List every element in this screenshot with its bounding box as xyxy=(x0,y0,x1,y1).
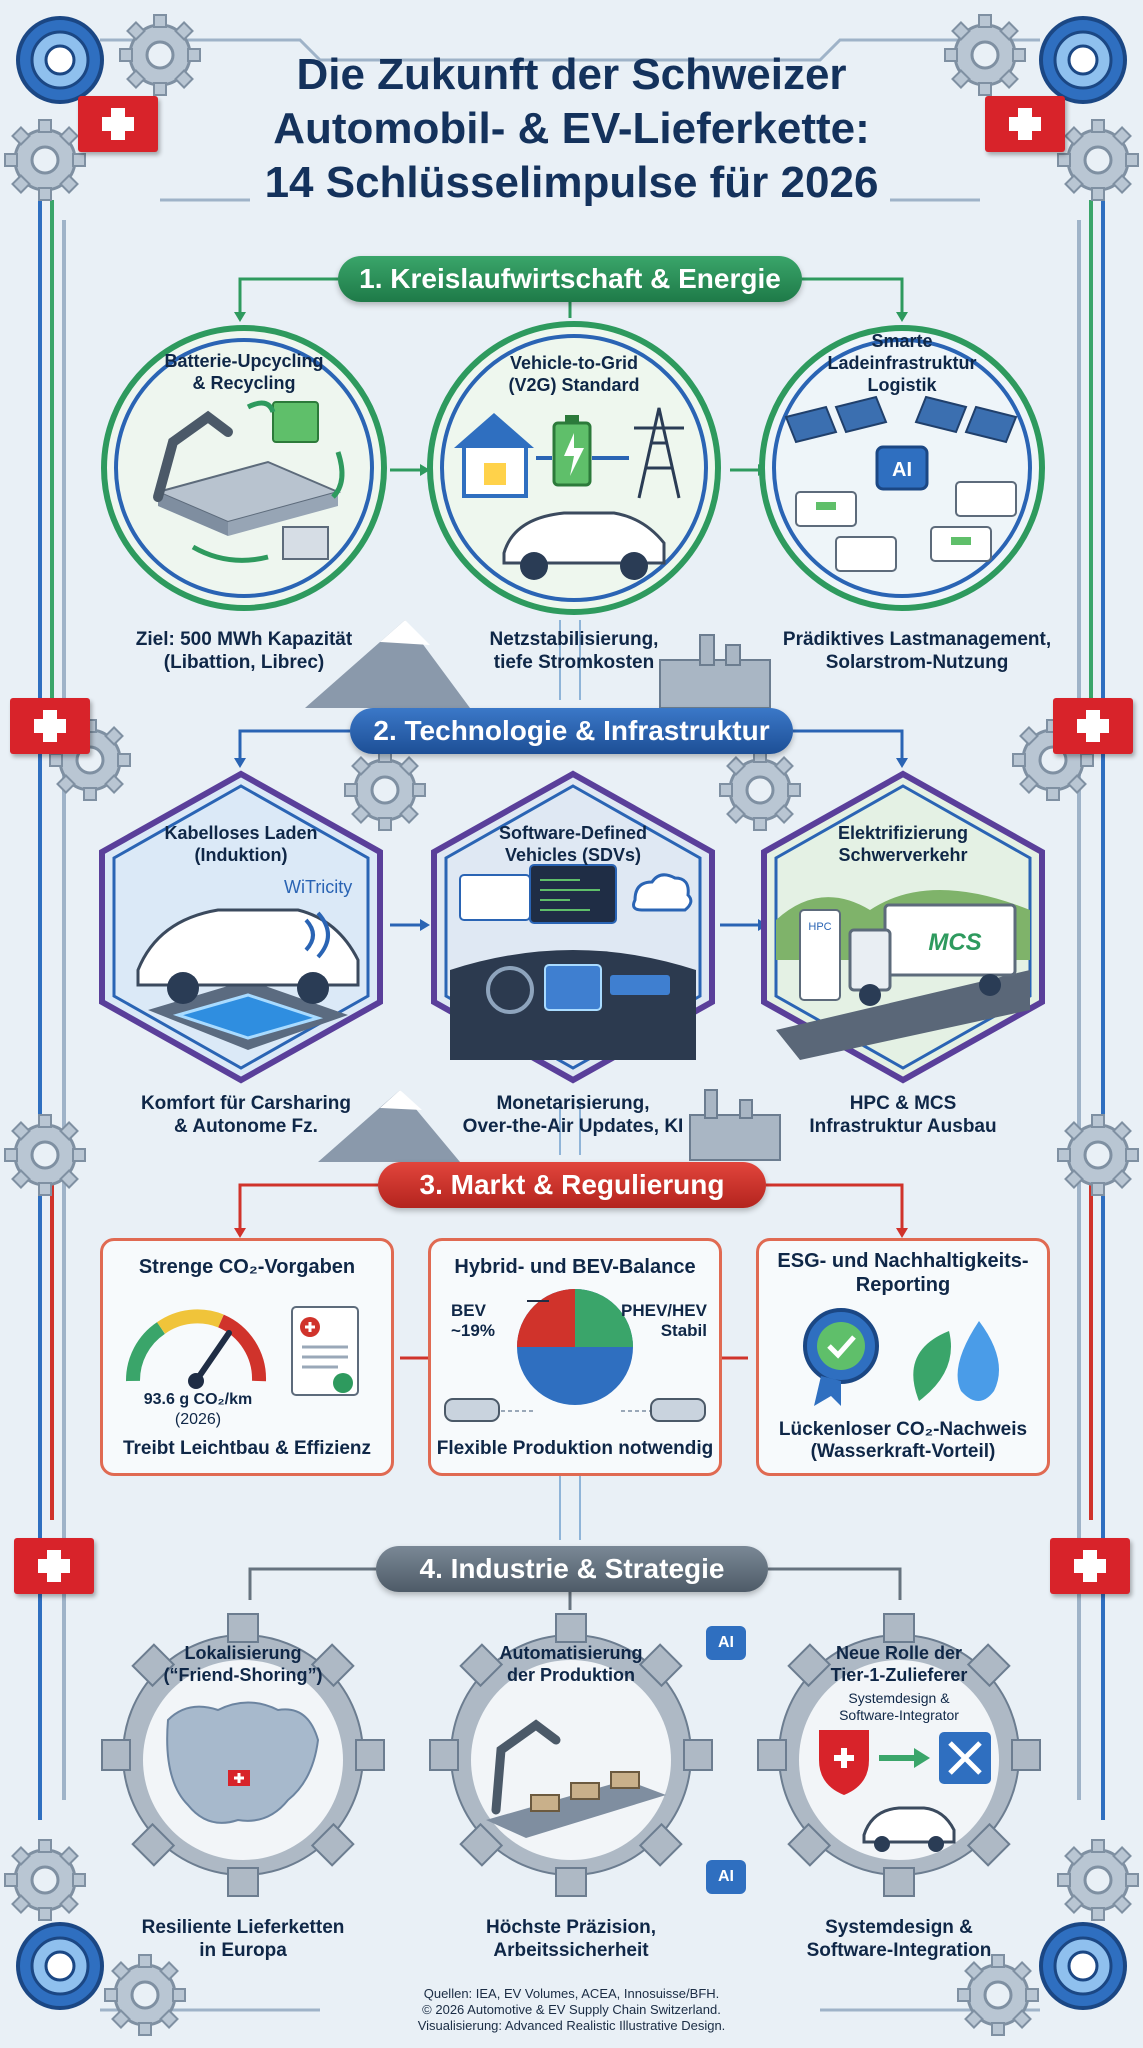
esg-reporting-box: ESG- und Nachhaltigkeits- Reporting Lück… xyxy=(756,1238,1050,1476)
sdv-hexagon xyxy=(431,770,715,1084)
swiss-flag-icon xyxy=(1053,698,1133,754)
section-3-header: 3. Markt & Regulierung xyxy=(378,1162,766,1208)
friend-shoring-gear xyxy=(101,1613,385,1897)
esg-caption: Lückenloser CO₂-Nachweis (Wasserkraft-Vo… xyxy=(778,1419,1028,1462)
code-screen-icon xyxy=(529,864,617,924)
car-icon xyxy=(136,908,360,1004)
swiss-flag-icon xyxy=(78,96,158,152)
car-icon xyxy=(862,1806,956,1852)
cloud-icon xyxy=(632,873,693,912)
certificate-icon xyxy=(291,1306,359,1396)
car-icon xyxy=(502,511,666,580)
swiss-flag-icon xyxy=(10,698,90,754)
automation-caption: Höchste Präzision, Arbeitssicherheit xyxy=(486,1917,656,1961)
gauge-icon xyxy=(125,1309,267,1389)
badge-check-icon xyxy=(803,1308,879,1406)
market-share-pie xyxy=(444,1289,706,1422)
power-pylon-icon xyxy=(634,407,684,499)
svg-text:MCS: MCS xyxy=(928,929,981,956)
v2g-circle xyxy=(427,321,721,615)
co2-targets-title: Strenge CO₂-Vorgaben xyxy=(138,1256,356,1278)
co2-value: 93.6 g CO₂/km xyxy=(143,1391,253,1408)
house-icon xyxy=(454,413,534,498)
esg-icons xyxy=(803,1308,999,1406)
steering-wheel-icon xyxy=(486,966,534,1014)
section-4-header: 4. Industrie & Strategie xyxy=(376,1546,768,1592)
ai-chip-icon: AI xyxy=(875,445,929,491)
sdv-label: Software-Defined Vehicles (SDVs) xyxy=(498,823,648,865)
automation-gear xyxy=(429,1613,713,1897)
heavy-transport-label: Elektrifizierung Schwerverkehr xyxy=(837,823,969,865)
ai-chip-icon: AI xyxy=(706,1626,746,1660)
hybrid-bev-box: Hybrid- und BEV-Balance BEV ~19% PHEV/HE… xyxy=(428,1238,722,1476)
battery-recycling-caption: Ziel: 500 MWh Kapazität (Libattion, Libr… xyxy=(135,629,353,673)
wifi-waves-icon xyxy=(304,911,330,959)
witricity-logo: WiTricity xyxy=(284,877,353,897)
v2g-caption: Netzstabilisierung, tiefe Stromkosten xyxy=(489,629,659,673)
europe-map-icon xyxy=(166,1701,320,1824)
swiss-flag-icon xyxy=(1050,1538,1130,1594)
smart-charging-caption: Prädiktives Lastmanagement, Solarstrom-N… xyxy=(782,629,1052,673)
title-line-3: 14 Schlüsselimpulse für 2026 xyxy=(264,158,879,207)
automation-label: Automatisierung der Produktion xyxy=(499,1643,643,1685)
heavy-transport-caption: HPC & MCS Infrastruktur Ausbau xyxy=(809,1093,997,1137)
charging-pad-icon xyxy=(172,993,324,1040)
title-line-2: Automobil- & EV-Lieferkette: xyxy=(273,104,870,153)
swiss-shield-icon xyxy=(819,1730,869,1795)
esg-title: ESG- und Nachhaltigkeits- Reporting xyxy=(777,1250,1029,1296)
battery-recycling-circle xyxy=(101,325,387,611)
truck-icon: MCS xyxy=(848,903,1017,1006)
robot-arm-icon xyxy=(153,410,233,502)
swiss-flag-icon xyxy=(14,1538,94,1594)
tier1-sublabel: Systemdesign & Software-Integrator xyxy=(839,1690,959,1723)
smart-charging-circle: AI xyxy=(759,325,1045,611)
battery-cells-icon xyxy=(272,401,319,443)
leaf-icon xyxy=(913,1331,951,1401)
ai-chip-icon: AI xyxy=(706,1860,746,1894)
heavy-transport-hexagon: HPC MCS xyxy=(761,770,1045,1084)
battery-icon xyxy=(552,415,592,487)
conveyor-belt-icon xyxy=(486,1780,666,1838)
footer-sources: Quellen: IEA, EV Volumes, ACEA, Innosuis… xyxy=(417,1986,726,2033)
section-2-header: 2. Technologie & Infrastruktur xyxy=(350,708,793,754)
water-drop-icon xyxy=(957,1321,999,1401)
svg-text:AI: AI xyxy=(892,459,912,481)
tier1-caption: Systemdesign & Software-Integration xyxy=(806,1917,992,1961)
page-title: Die Zukunft der Schweizer Automobil- & E… xyxy=(190,48,953,210)
title-line-1: Die Zukunft der Schweizer xyxy=(296,50,847,99)
battery-pack-icon xyxy=(154,460,342,536)
wireless-charging-hexagon xyxy=(99,770,383,1084)
hybrid-bev-title: Hybrid- und BEV-Balance xyxy=(454,1256,696,1278)
svg-text:HPC: HPC xyxy=(808,921,831,933)
co2-targets-box: Strenge CO₂-Vorgaben 93.6 g CO₂/km (2026… xyxy=(100,1238,394,1476)
v2g-label: Vehicle-to-Grid (V2G) Standard xyxy=(508,353,640,395)
co2-year: (2026) xyxy=(174,1411,222,1428)
wireless-charging-caption: Komfort für Carsharing & Autonome Fz. xyxy=(140,1093,352,1137)
friend-shoring-label: Lokalisierung (“Friend-Shoring”) xyxy=(163,1643,323,1685)
battery-recycling-label: Batterie-Upcycling & Recycling xyxy=(164,351,324,393)
swiss-flag-icon xyxy=(985,96,1065,152)
charging-station-icon: HPC xyxy=(799,909,841,1001)
wireless-charging-label: Kabelloses Laden (Induktion) xyxy=(164,823,318,865)
friend-shoring-caption: Resiliente Lieferketten in Europa xyxy=(141,1917,345,1961)
co2-targets-caption: Treibt Leichtbau & Effizienz xyxy=(122,1438,372,1459)
hybrid-bev-caption: Flexible Produktion notwendig xyxy=(436,1438,714,1459)
solar-panel-icon xyxy=(784,395,1018,444)
robot-arm-icon xyxy=(491,1719,561,1815)
tier1-label: Neue Rolle der Tier-1-Zulieferer xyxy=(830,1643,968,1685)
bev-label: BEV ~19% xyxy=(451,1301,495,1340)
tier1-gear xyxy=(757,1613,1041,1897)
delivery-van-icon xyxy=(795,481,1017,572)
smart-charging-label: Smarte Ladeinfrastruktur Logistik xyxy=(827,331,977,395)
sdv-caption: Monetarisierung, Over-the-Air Updates, K… xyxy=(462,1093,684,1137)
phev-label: PHEV/HEV Stabil xyxy=(621,1301,707,1340)
section-1-header: 1. Kreislaufwirtschaft & Energie xyxy=(338,256,802,302)
